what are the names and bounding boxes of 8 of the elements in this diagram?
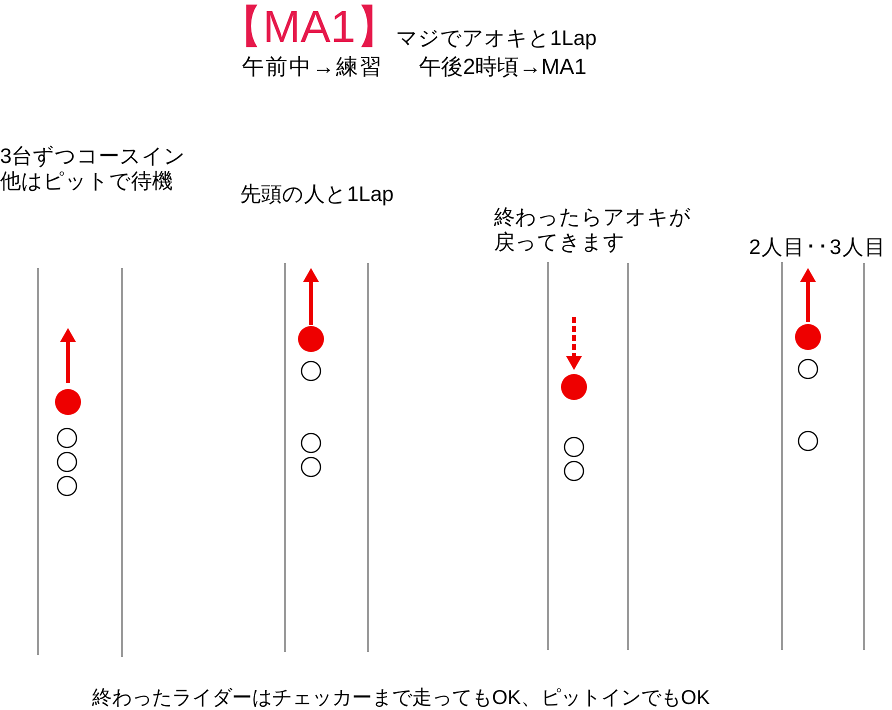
schedule-text: 午後2時頃→MA1 <box>419 54 586 80</box>
lane-note: 3台ずつコースイン他はピットで待機 <box>0 144 187 194</box>
lane-note: 先頭の人と1Lap <box>240 182 394 208</box>
lane-note: 2人目･･3人目 <box>749 235 886 260</box>
schedule-text: 午前中→練習 <box>242 54 383 80</box>
footer-note: 終わったライダーはチェッカーまで走ってもOK、ピットインでもOK <box>92 686 710 710</box>
subtitle: マジでアオキと1Lap <box>396 26 597 52</box>
lane-note: 終わったらアオキが戻ってきます <box>494 205 692 256</box>
